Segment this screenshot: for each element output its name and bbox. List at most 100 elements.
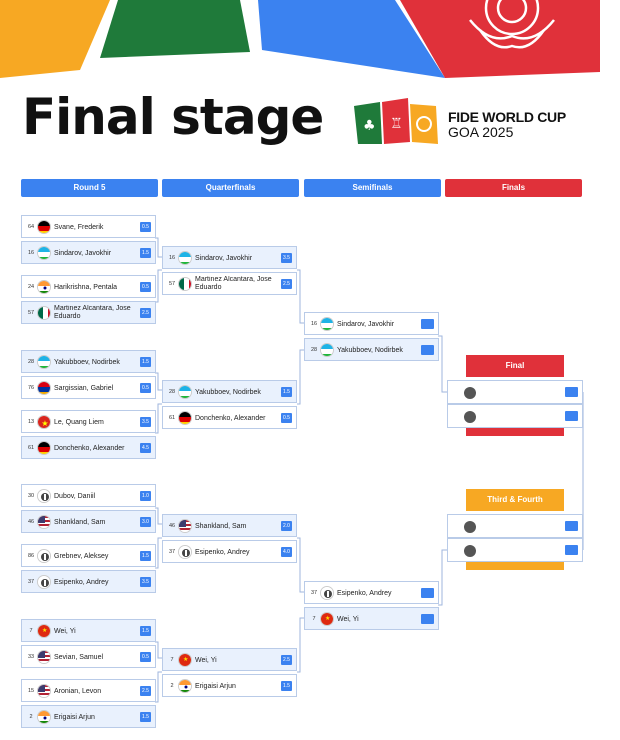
player-name: Wei, Yi bbox=[195, 657, 217, 664]
score-box bbox=[421, 588, 434, 598]
svg-text:★: ★ bbox=[183, 656, 188, 663]
score-box: 0.5 bbox=[281, 413, 292, 423]
score-box bbox=[421, 614, 434, 624]
china-flag-icon: ★ bbox=[37, 624, 51, 638]
world-cup-logo: ♣ ♖ bbox=[354, 98, 438, 144]
third-slot-2[interactable] bbox=[447, 538, 583, 562]
fide-icon bbox=[464, 521, 476, 533]
seed-number: 28 bbox=[168, 389, 176, 395]
player-name: Erigaisi Arjun bbox=[54, 714, 95, 721]
player-row[interactable]: 61 Donchenko, Alexander 0.5 bbox=[162, 406, 297, 429]
usa-flag-icon bbox=[37, 684, 51, 698]
final-label: Final bbox=[466, 355, 564, 377]
score-box: 3.0 bbox=[140, 517, 151, 527]
svg-text:★: ★ bbox=[325, 615, 330, 622]
final-slot-2[interactable] bbox=[447, 404, 583, 428]
svg-text:★: ★ bbox=[42, 627, 47, 634]
score-box: 1.5 bbox=[281, 681, 292, 691]
score-box: 1.5 bbox=[140, 551, 151, 561]
player-name: Sindarov, Javokhir bbox=[54, 250, 112, 257]
third-slot-1[interactable] bbox=[447, 514, 583, 538]
germany-flag-icon bbox=[178, 411, 192, 425]
india-flag-icon bbox=[37, 280, 51, 294]
round-header-semifinals: Semifinals bbox=[304, 179, 441, 197]
player-name: Esipenko, Andrey bbox=[337, 590, 392, 597]
score-box: 1.5 bbox=[140, 357, 151, 367]
india-flag-icon bbox=[178, 679, 192, 693]
seed-number: 37 bbox=[27, 579, 35, 585]
fide-flag-icon bbox=[37, 575, 51, 589]
seed-number: 57 bbox=[168, 281, 176, 287]
fide-icon bbox=[464, 411, 476, 423]
final-slot-1[interactable] bbox=[447, 380, 583, 404]
score-box: 1.5 bbox=[140, 626, 151, 636]
svg-text:♖: ♖ bbox=[390, 116, 403, 132]
seed-number: 15 bbox=[27, 688, 35, 694]
player-row[interactable]: 2 Erigaisi Arjun 1.5 bbox=[162, 674, 297, 697]
seed-number: 2 bbox=[170, 683, 174, 689]
india-flag-icon bbox=[37, 710, 51, 724]
germany-flag-icon bbox=[37, 220, 51, 234]
logo-line-1: FIDE WORLD CUP bbox=[448, 109, 566, 125]
score-box: 2.5 bbox=[140, 686, 151, 696]
seed-number: 61 bbox=[168, 415, 176, 421]
seed-number: 30 bbox=[27, 493, 35, 499]
player-row[interactable]: 7★Wei, Yi bbox=[304, 607, 439, 630]
score-box bbox=[421, 319, 434, 329]
seed-number: 7 bbox=[170, 657, 174, 663]
score-box bbox=[565, 521, 578, 531]
mexico-flag-icon bbox=[37, 306, 51, 320]
player-name: Sindarov, Javokhir bbox=[337, 321, 395, 328]
logo-text: FIDE WORLD CUP GOA 2025 bbox=[448, 110, 566, 140]
score-box: 2.0 bbox=[281, 521, 292, 531]
player-name: Esipenko, Andrey bbox=[195, 549, 250, 556]
fide-icon bbox=[464, 545, 476, 557]
player-name: Erigaisi Arjun bbox=[195, 683, 236, 690]
score-box bbox=[565, 387, 578, 397]
decorative-banner bbox=[0, 0, 600, 78]
score-box: 1.5 bbox=[140, 248, 151, 258]
vietnam-flag-icon: ★ bbox=[37, 415, 51, 429]
player-name: Svane, Frederik bbox=[54, 224, 104, 231]
score-box: 0.5 bbox=[140, 282, 151, 292]
player-name: Martinez Alcantara, Jose Eduardo bbox=[54, 305, 131, 320]
svg-text:★: ★ bbox=[41, 419, 48, 428]
svg-text:♣: ♣ bbox=[363, 118, 376, 134]
fide-flag-icon bbox=[178, 545, 192, 559]
mexico-flag-icon bbox=[178, 277, 192, 291]
seed-number: 2 bbox=[29, 714, 33, 720]
seed-number: 16 bbox=[168, 255, 176, 261]
player-name: Shankland, Sam bbox=[54, 519, 106, 526]
score-box: 2.5 bbox=[140, 308, 151, 318]
uzbekistan-flag-icon bbox=[320, 343, 334, 357]
seed-number: 7 bbox=[29, 628, 33, 634]
logo-line-2: GOA 2025 bbox=[448, 124, 514, 140]
player-name: Donchenko, Alexander bbox=[195, 415, 266, 422]
china-flag-icon: ★ bbox=[178, 653, 192, 667]
